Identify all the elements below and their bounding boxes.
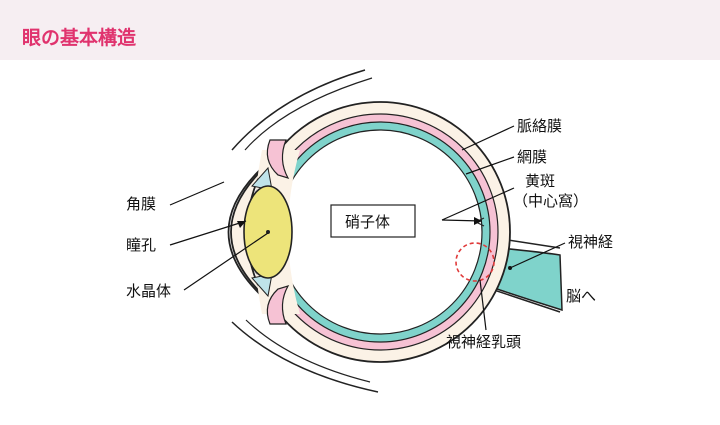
leader-optic-disc [479,279,487,331]
page-title: 眼の基本構造 [22,26,137,49]
leader-choroid [461,125,515,151]
iris-lower [266,285,290,325]
leader-pupil [169,220,247,246]
optic-nerve-dot [508,266,512,270]
macula-arrowhead [474,217,482,225]
leader-macula [441,187,515,221]
label-optic-nerve: 視神経 [568,233,613,251]
label-cornea: 角膜 [126,195,156,213]
leader-retina [465,156,515,175]
label-lens: 水晶体 [126,282,171,300]
pupil-arrowhead [237,221,246,228]
label-vitreous: 硝子体 [345,213,390,231]
label-fovea: （中心窩） [513,192,588,210]
lower-eyelid-inner [245,319,371,383]
leader-cornea [169,181,225,206]
upper-eyelid [231,69,366,151]
label-pupil: 瞳孔 [126,236,156,254]
leader-lens [183,232,269,291]
lower-eyelid [231,321,379,393]
vitreous-label-box [330,204,416,238]
label-macula: 黄斑 [525,172,555,190]
optic-disc-marker [455,242,495,282]
label-to-brain: 脳へ [566,287,596,305]
cornea-outer [227,164,266,300]
upper-eyelid-inner [244,77,373,151]
label-retina: 網膜 [517,148,547,166]
label-optic-disc: 視神経乳頭 [446,333,521,351]
label-choroid: 脈絡膜 [517,117,562,135]
iris-upper [266,139,290,179]
leader-optic-nerve [509,242,566,269]
